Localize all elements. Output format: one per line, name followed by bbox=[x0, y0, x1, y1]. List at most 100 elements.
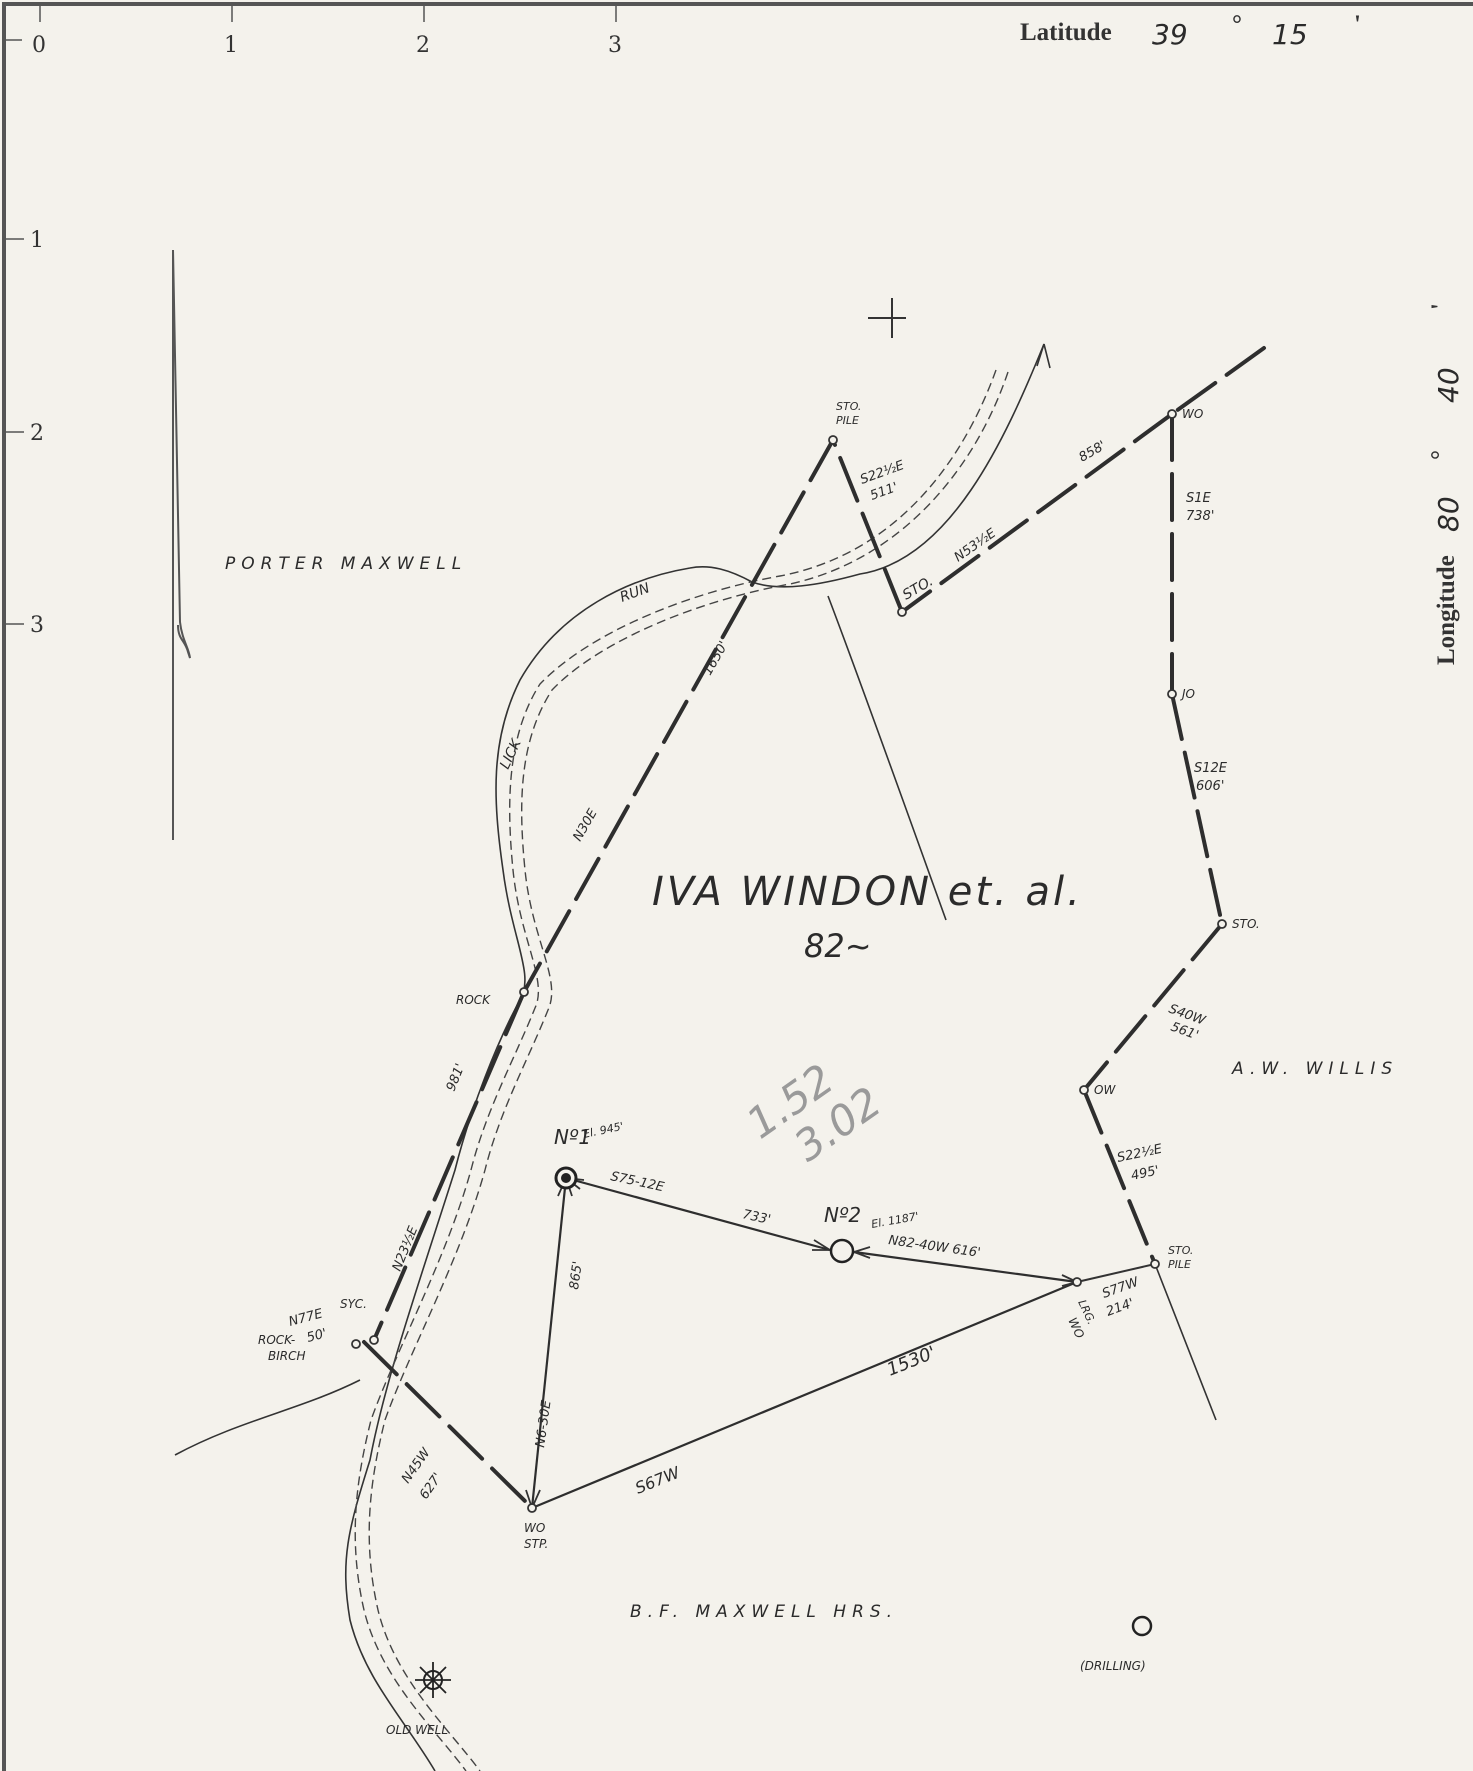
ruler-left-2: 2 bbox=[30, 421, 44, 446]
tie-arrowheads-c bbox=[853, 1246, 1078, 1287]
north-arrow bbox=[172, 249, 191, 840]
owner-aw-willis: A.W. WILLIS bbox=[1231, 1059, 1398, 1079]
longitude-degrees: 80 bbox=[1432, 496, 1465, 532]
label-sto-pile-right-1: STO. bbox=[1168, 1244, 1193, 1257]
distance-606: 606' bbox=[1196, 779, 1224, 794]
label-rock-birch-1: ROCK- bbox=[258, 1333, 295, 1347]
creek-flow-arrow bbox=[1036, 343, 1051, 369]
label-rock-birch-2: BIRCH bbox=[268, 1349, 306, 1363]
ruler-top-2: 2 bbox=[416, 33, 430, 58]
label-wo-stp-1: WO bbox=[524, 1521, 545, 1535]
corner-lrg-wo bbox=[1072, 1277, 1082, 1287]
ruler-left-3: 3 bbox=[30, 613, 44, 638]
bearing-s77w: S77W bbox=[1100, 1274, 1142, 1301]
tie-n82-40w bbox=[853, 1250, 1078, 1284]
owner-porter-maxwell: PORTER MAXWELL bbox=[225, 554, 467, 574]
longitude-minutes: 40 bbox=[1432, 367, 1465, 403]
corner-wo-stp bbox=[527, 1503, 537, 1513]
old-well-label: OLD WELL bbox=[386, 1723, 448, 1737]
distance-50: 50' bbox=[305, 1326, 328, 1346]
corner-sto-mid bbox=[897, 607, 907, 617]
bearing-s67w: S67W bbox=[632, 1462, 683, 1497]
boundary-s40w bbox=[1082, 922, 1224, 1092]
top-ruler: 0 1 2 3 bbox=[32, 6, 622, 58]
corner-sto-pile-top bbox=[828, 435, 838, 445]
label-wo-stp-2: STP. bbox=[524, 1537, 548, 1551]
label-rock: ROCK bbox=[456, 993, 491, 1007]
boundary-s12e bbox=[1170, 692, 1224, 926]
label-pile-top: PILE bbox=[836, 414, 859, 427]
corner-syc bbox=[369, 1335, 379, 1345]
latitude-word: Latitude bbox=[1020, 19, 1112, 46]
label-sto-pile-right-2: PILE bbox=[1168, 1258, 1191, 1271]
corner-rock-birch bbox=[351, 1339, 361, 1349]
bearing-n77e: N77E bbox=[287, 1306, 325, 1330]
latitude-degree-mark: ° bbox=[1232, 11, 1242, 38]
distance-1650: 1650' bbox=[700, 639, 731, 678]
boundary-extension-ne bbox=[1170, 346, 1266, 416]
bearing-s22e-right: S22½E bbox=[1116, 1142, 1164, 1166]
road-line-b bbox=[354, 369, 997, 1771]
distance-738: 738' bbox=[1186, 509, 1214, 524]
extension-southeast bbox=[1154, 1263, 1217, 1421]
bearing-s22e-top: S22½E bbox=[858, 458, 907, 488]
tract-acreage: 82~ bbox=[804, 927, 872, 965]
tie-s75-12e bbox=[565, 1176, 831, 1252]
latitude-degrees: 39 bbox=[1152, 18, 1188, 51]
tributary-southwest bbox=[174, 1379, 361, 1456]
boundary-n23e bbox=[372, 990, 526, 1342]
latitude-label: Latitude 39 ° 15 ' bbox=[1020, 11, 1361, 51]
ruler-top-3: 3 bbox=[608, 33, 622, 58]
well-no1-elevation: El. 945' bbox=[582, 1120, 625, 1141]
ruler-top-0: 0 bbox=[32, 33, 46, 58]
well-no1-symbol bbox=[554, 1166, 578, 1190]
label-wo-top: WO bbox=[1182, 407, 1203, 421]
distance-865: 865' bbox=[567, 1260, 586, 1290]
boundary-s67w bbox=[531, 1280, 1078, 1510]
drilling-well-symbol bbox=[1131, 1615, 1153, 1637]
tie-n6-30e bbox=[530, 1177, 568, 1509]
ruler-top-1: 1 bbox=[224, 33, 238, 58]
longitude-word: Longitude bbox=[1433, 555, 1460, 665]
bearing-s12e: S12E bbox=[1194, 761, 1228, 776]
longitude-degree-mark: ° bbox=[1427, 450, 1454, 460]
boundary-n45w bbox=[362, 1340, 534, 1510]
bearing-n23e: N23½E bbox=[390, 1223, 422, 1273]
left-ruler: 1 2 3 bbox=[6, 39, 44, 638]
road-line-a bbox=[368, 371, 1009, 1771]
bearing-n30e: N30E bbox=[570, 806, 601, 844]
well-no1-label: Nº1 bbox=[554, 1125, 591, 1149]
distance-858: 858' bbox=[1077, 438, 1109, 465]
bearing-n82-40w: N82-40W 616' bbox=[887, 1233, 981, 1261]
old-well-symbol bbox=[415, 1662, 451, 1698]
latitude-minute-mark: ' bbox=[1354, 11, 1361, 38]
well-no2-symbol bbox=[829, 1238, 855, 1264]
label-syc: SYC. bbox=[340, 1297, 367, 1311]
distance-733: 733' bbox=[741, 1207, 772, 1228]
corner-sto-pile-right bbox=[1150, 1259, 1160, 1269]
ruler-left-1: 1 bbox=[30, 228, 44, 253]
boundary-s22e-top bbox=[831, 438, 904, 614]
distance-495: 495' bbox=[1130, 1163, 1161, 1184]
corner-wo-top bbox=[1167, 409, 1177, 419]
tributary-branch bbox=[827, 595, 947, 921]
well-no2-elevation: El. 1187' bbox=[870, 1210, 920, 1231]
distance-981: 981' bbox=[444, 1062, 469, 1094]
label-sto-right: STO. bbox=[1232, 917, 1260, 931]
label-ow: OW bbox=[1094, 1083, 1116, 1097]
corner-jo bbox=[1167, 689, 1177, 699]
tract-name: IVA WINDON et. al. bbox=[652, 869, 1083, 915]
drilling-label: (DRILLING) bbox=[1080, 1659, 1146, 1673]
corner-sto-right bbox=[1217, 919, 1227, 929]
creek-label-lick: LICK bbox=[497, 735, 525, 771]
bearing-n6-30e: N6-30E bbox=[533, 1399, 555, 1449]
corner-ow bbox=[1079, 1085, 1089, 1095]
creek-label-run: RUN bbox=[618, 580, 653, 606]
boundary-s22e-right bbox=[1082, 1088, 1157, 1266]
boundary-n30e bbox=[522, 438, 835, 994]
corner-rock bbox=[519, 987, 529, 997]
section-cross-mark bbox=[868, 298, 906, 338]
boundary-s77w bbox=[1076, 1263, 1156, 1283]
